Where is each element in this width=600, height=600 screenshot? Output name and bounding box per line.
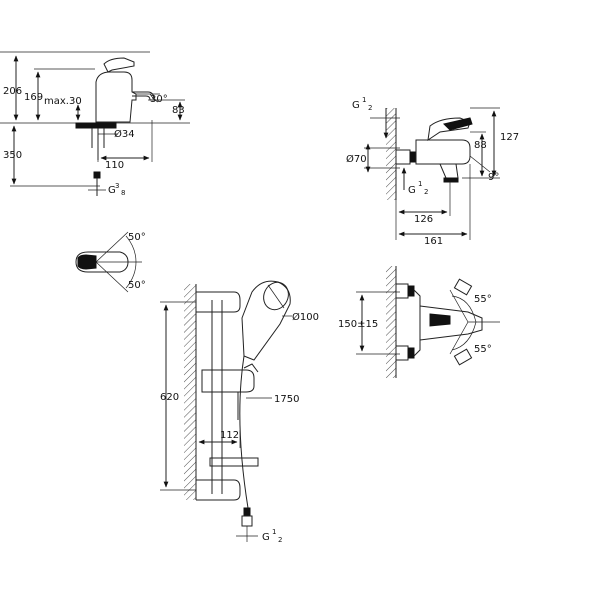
dim-diameter-70: Ø70	[346, 153, 367, 165]
dim-161: 161	[424, 236, 443, 247]
bath-thread-top-sup: 1	[362, 96, 366, 104]
dim-88: 88	[474, 140, 487, 151]
dim-112: 112	[220, 430, 239, 441]
dim-max-30: max.30	[44, 96, 82, 107]
dim-1750: 1750	[274, 394, 299, 405]
shower-set: Ø100 1750 620 112 G 1 2	[160, 280, 319, 544]
bath-thread-top-g: G	[352, 100, 360, 111]
bath-thread-bottom-sub: 2	[424, 188, 428, 196]
basin-mixer-top-view: 50° 50°	[75, 231, 146, 293]
thread-sup: 3	[115, 182, 119, 190]
dim-83: 83	[172, 105, 185, 116]
dim-diameter-34: Ø34	[114, 128, 135, 140]
top-angle-50-up: 50°	[128, 232, 146, 243]
basin-mixer-front-view: 206 169 max.30 30° 83 Ø34 350	[0, 51, 190, 197]
dim-angle-9: 9°	[488, 172, 499, 183]
shower-thread-g: G	[262, 532, 270, 543]
dim-350: 350	[3, 150, 22, 161]
dim-diameter-100: Ø100	[292, 311, 319, 323]
dim-206: 206	[3, 86, 22, 97]
dim-150-15: 150±15	[338, 319, 378, 330]
bath-thread-bottom-g: G	[408, 185, 416, 196]
bath-thread-top-sub: 2	[368, 104, 372, 112]
top-angle-50-down: 50°	[128, 280, 146, 291]
front-angle-55-down: 55°	[474, 344, 492, 355]
bath-mixer-side-view: G 1 2 127 88 9° Ø70 G 1 2 126 161	[346, 96, 519, 247]
front-angle-55-up: 55°	[474, 294, 492, 305]
dim-110: 110	[105, 160, 124, 171]
dim-127: 127	[500, 132, 519, 143]
bath-thread-bottom-sup: 1	[418, 180, 422, 188]
dim-620: 620	[160, 392, 179, 403]
dim-169: 169	[24, 92, 43, 103]
thread-g: G	[108, 185, 116, 196]
dim-126: 126	[414, 214, 433, 225]
bath-mixer-front-view: 150±15 55° 55°	[338, 266, 500, 378]
thread-sub: 8	[121, 189, 125, 197]
shower-thread-sup: 1	[272, 528, 276, 536]
shower-thread-sub: 2	[278, 536, 282, 544]
dim-angle-30: 30°	[150, 94, 168, 105]
